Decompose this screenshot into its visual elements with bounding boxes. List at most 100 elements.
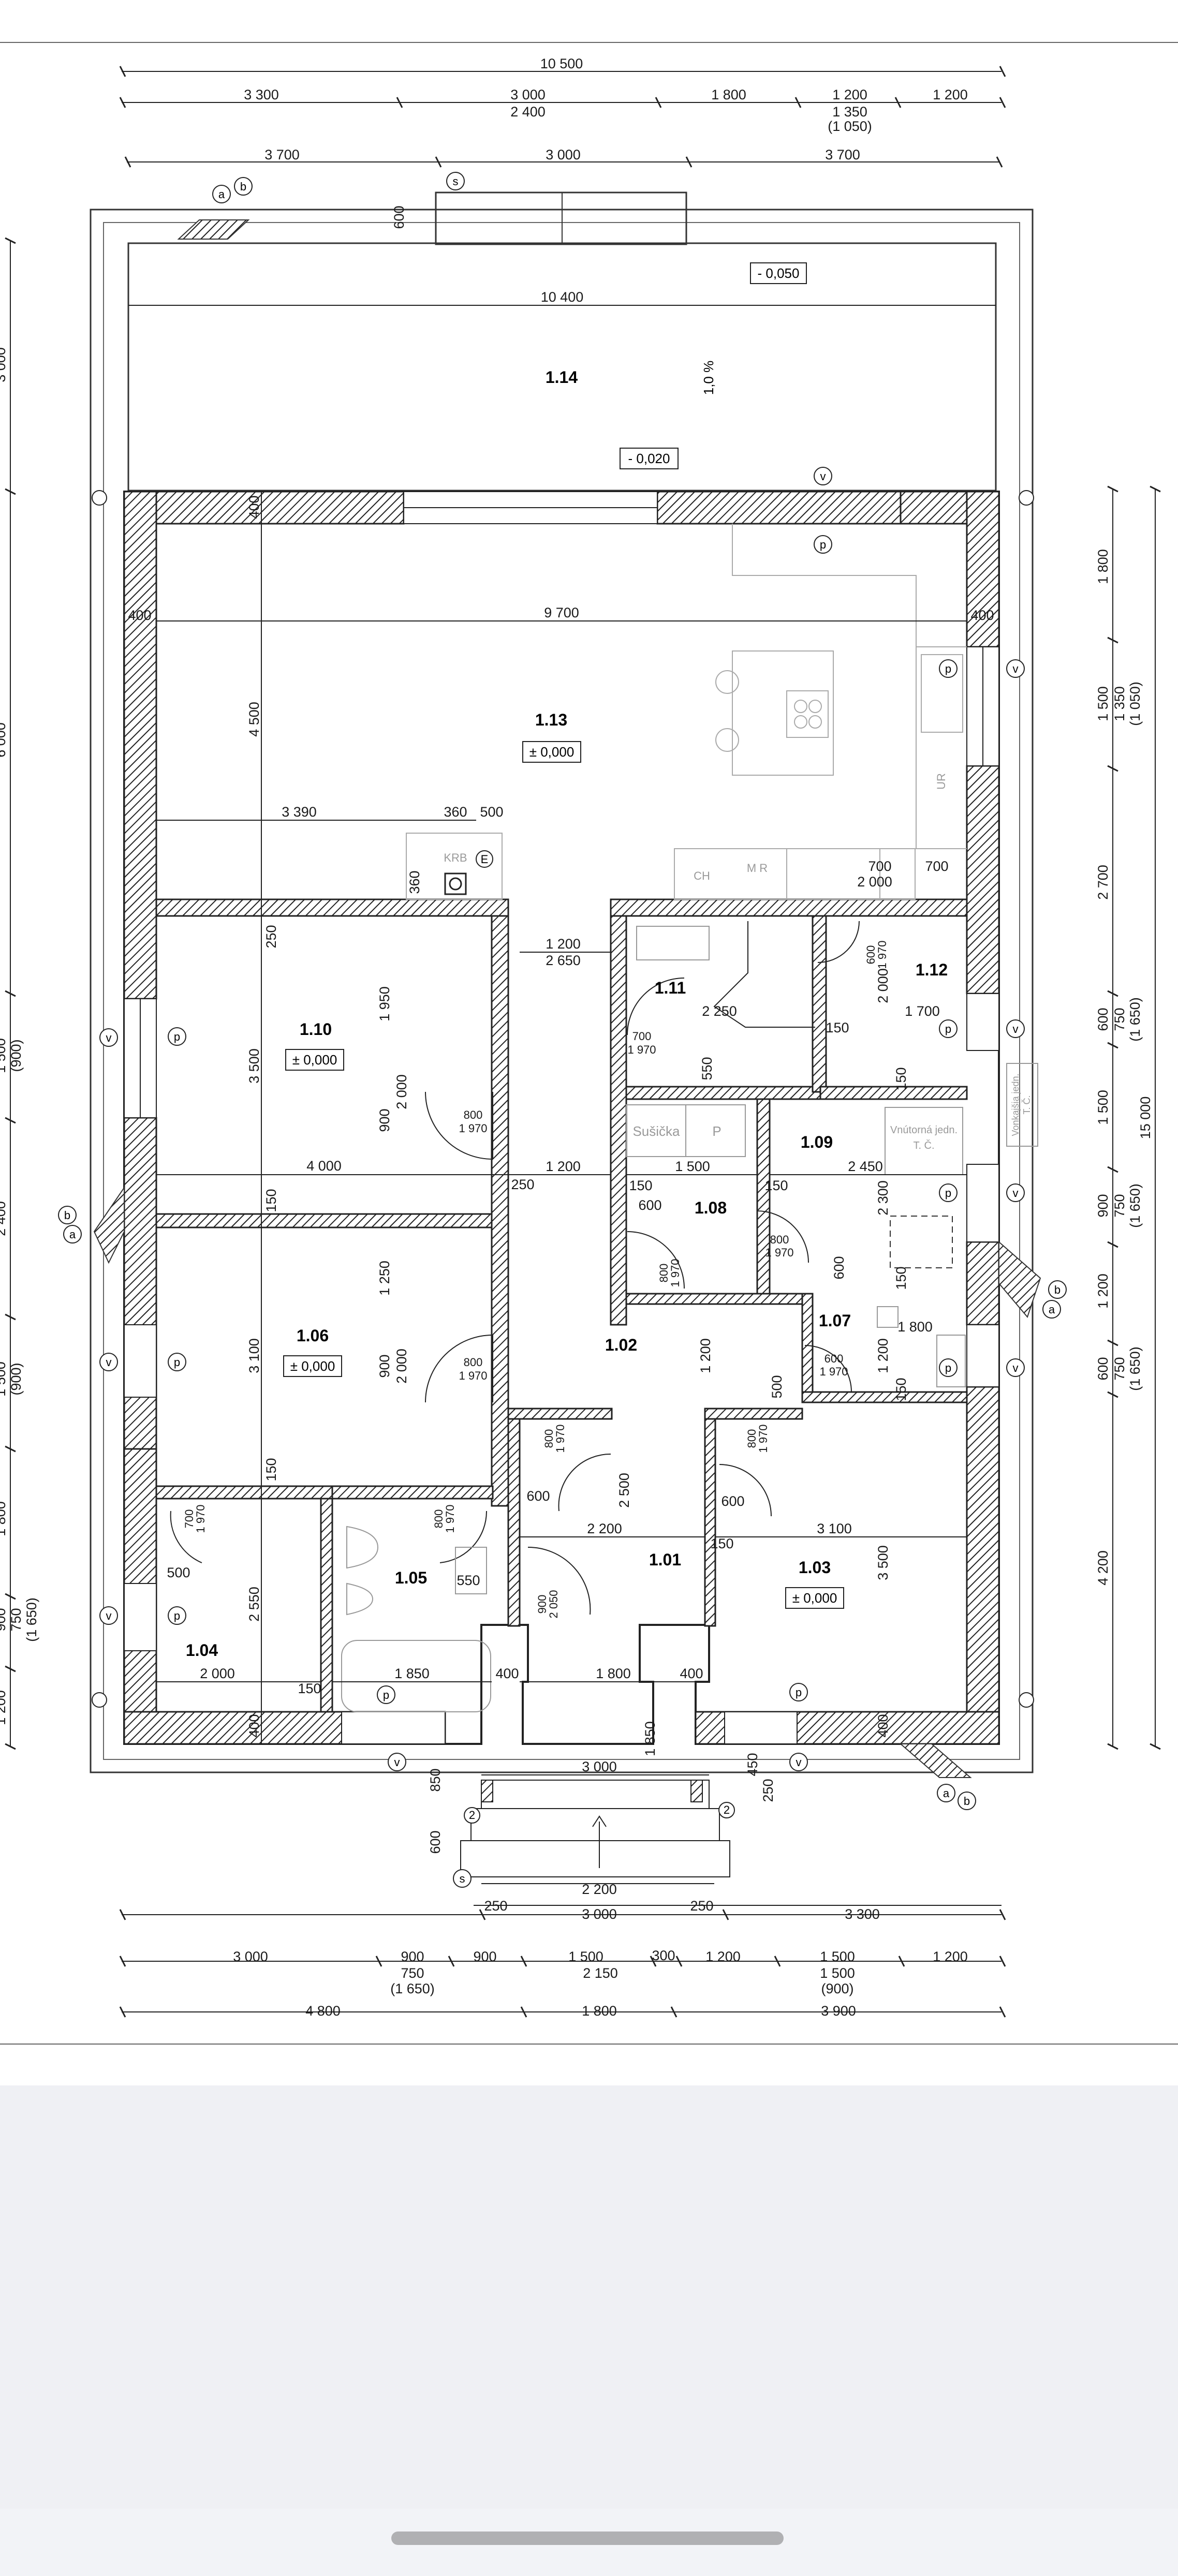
svg-text:a: a [69,1228,76,1241]
marker-v-icon: v [99,1028,118,1047]
marker-p-icon: p [168,1606,186,1625]
dim-wall: 150 [764,1178,788,1193]
dim-left: 6 000 [0,722,8,758]
dim-bottom1: 1 500 [820,1949,855,1964]
dim-left: 900 [0,1608,8,1631]
dim-entry: 1 850 [642,1721,658,1756]
dim-top: 1 800 [711,87,746,102]
dim-krb: 500 [480,804,503,820]
dim-wall: 400 [246,1714,262,1737]
dim-right-sub: 750 [1112,1357,1127,1380]
dim-room112: 1 700 [905,1003,940,1019]
bottom-dimensions: 3 000 3 300 250 250 3 000 900 900 1 500 … [233,1898,968,2019]
door-height: 1 970 [627,1043,656,1056]
svg-text:b: b [240,180,246,193]
door-swings [170,921,860,1615]
dim-top: 1 200 [933,87,968,102]
marker-b-icon: b [234,177,253,196]
marker-p-icon: p [814,535,832,554]
dim-terrace-height: 600 [391,205,407,229]
marker-v-icon: v [99,1606,118,1625]
level-tag: ± 0,000 [792,1590,837,1606]
svg-text:p: p [945,1361,951,1374]
svg-text:b: b [64,1209,70,1222]
dim-left-sub: 750 [8,1608,24,1631]
dryer-label: Sušička [632,1123,680,1139]
dim-bottom1: 1 200 [705,1949,741,1964]
dim-room102: 1 200 [698,1338,713,1373]
dim-room112: 700 [925,858,948,874]
room-label: 1.14 [546,368,578,387]
marker-a-icon: a [1042,1300,1061,1319]
dim-right-sub: (1 650) [1127,1183,1143,1228]
dim-hall: 1 200 [546,1159,581,1174]
dim-wall: 400 [875,1714,891,1737]
top-dimensions: 10 500 3 300 3 000 1 800 1 200 1 200 2 4… [244,56,968,305]
dim-room108: 1 500 [675,1159,710,1174]
dim-left: 3 000 [0,347,8,382]
door-height: 1 970 [765,1246,793,1259]
dim-right-sub: (1 650) [1127,1346,1143,1391]
dim-krb-offset: 3 390 [282,804,317,820]
dim-right: 600 [1095,1008,1111,1031]
dim-room106: 1 250 [377,1261,392,1296]
door-width: 600 [864,945,877,965]
dim-room103: 3 100 [817,1521,852,1536]
room-label: 1.10 [300,1020,332,1039]
dim-wall: 150 [893,1067,909,1090]
marker-p-icon: p [939,659,958,678]
dim-right: 1 500 [1095,1090,1111,1125]
outdoor-tc-label: T. Č. [1021,1095,1032,1114]
svg-text:a: a [218,188,225,201]
dim-entry: 450 [745,1753,760,1776]
dim-wall-right: 400 [970,608,994,623]
dim-room105: 1 850 [394,1666,430,1681]
svg-text:b: b [964,1795,970,1808]
dim-room110: 2 000 [394,1074,409,1109]
marker-v-icon: v [1006,1183,1025,1202]
home-indicator[interactable] [391,2531,784,2545]
dim-right: 900 [1095,1194,1111,1217]
svg-text:v: v [820,470,826,483]
fireplace-label: KRB [444,851,467,864]
dim-room104: 2 550 [246,1587,262,1622]
dim-bottom1: 300 [652,1948,675,1963]
terrace-level-tag: - 0,050 [758,265,800,281]
marker-b-icon: b [58,1206,77,1224]
dim-top-sub: (1 050) [828,119,872,134]
svg-text:p: p [174,1609,180,1622]
marker-corner-icon [92,490,107,506]
dim-room101: 2 200 [587,1521,622,1536]
door-height: 1 970 [459,1369,487,1382]
door-width: 800 [745,1429,758,1448]
room-label: 1.01 [649,1550,681,1569]
room-label: 1.08 [695,1198,727,1217]
svg-text:p: p [945,1187,951,1200]
svg-text:p: p [796,1686,802,1699]
svg-text:v: v [1013,1187,1019,1200]
door-height: 1 970 [459,1122,487,1135]
dim-top: 3 300 [244,87,279,102]
dim-krb: 360 [444,804,467,820]
dim-hall: 2 650 [546,953,581,968]
svg-text:v: v [1013,1361,1019,1374]
marker-p-icon: p [168,1353,186,1371]
room-label: 1.13 [535,710,567,729]
dim-room101: 2 500 [616,1473,632,1508]
marker-2-icon: 2 [464,1807,480,1824]
dim-bottom1: 900 [473,1949,496,1964]
door-width: 800 [464,1108,483,1121]
indoor-tc-label: T. Č. [913,1139,934,1151]
svg-text:v: v [106,1031,112,1044]
dim-left: 1 500 [0,1361,8,1397]
dim-room101: 600 [526,1488,550,1504]
door-width: 700 [632,1030,652,1043]
room-label: 1.02 [605,1336,637,1354]
marker-p-icon: p [377,1685,395,1704]
dim-wall: 150 [893,1266,909,1290]
interior-dimensions: 9 700 4 500 400 400 400 3 390 360 500 36… [128,495,994,1897]
svg-text:v: v [106,1609,112,1622]
dim-room105: 550 [457,1573,480,1588]
interior-walls [155,898,968,1713]
marker-b-icon: b [1048,1280,1067,1299]
